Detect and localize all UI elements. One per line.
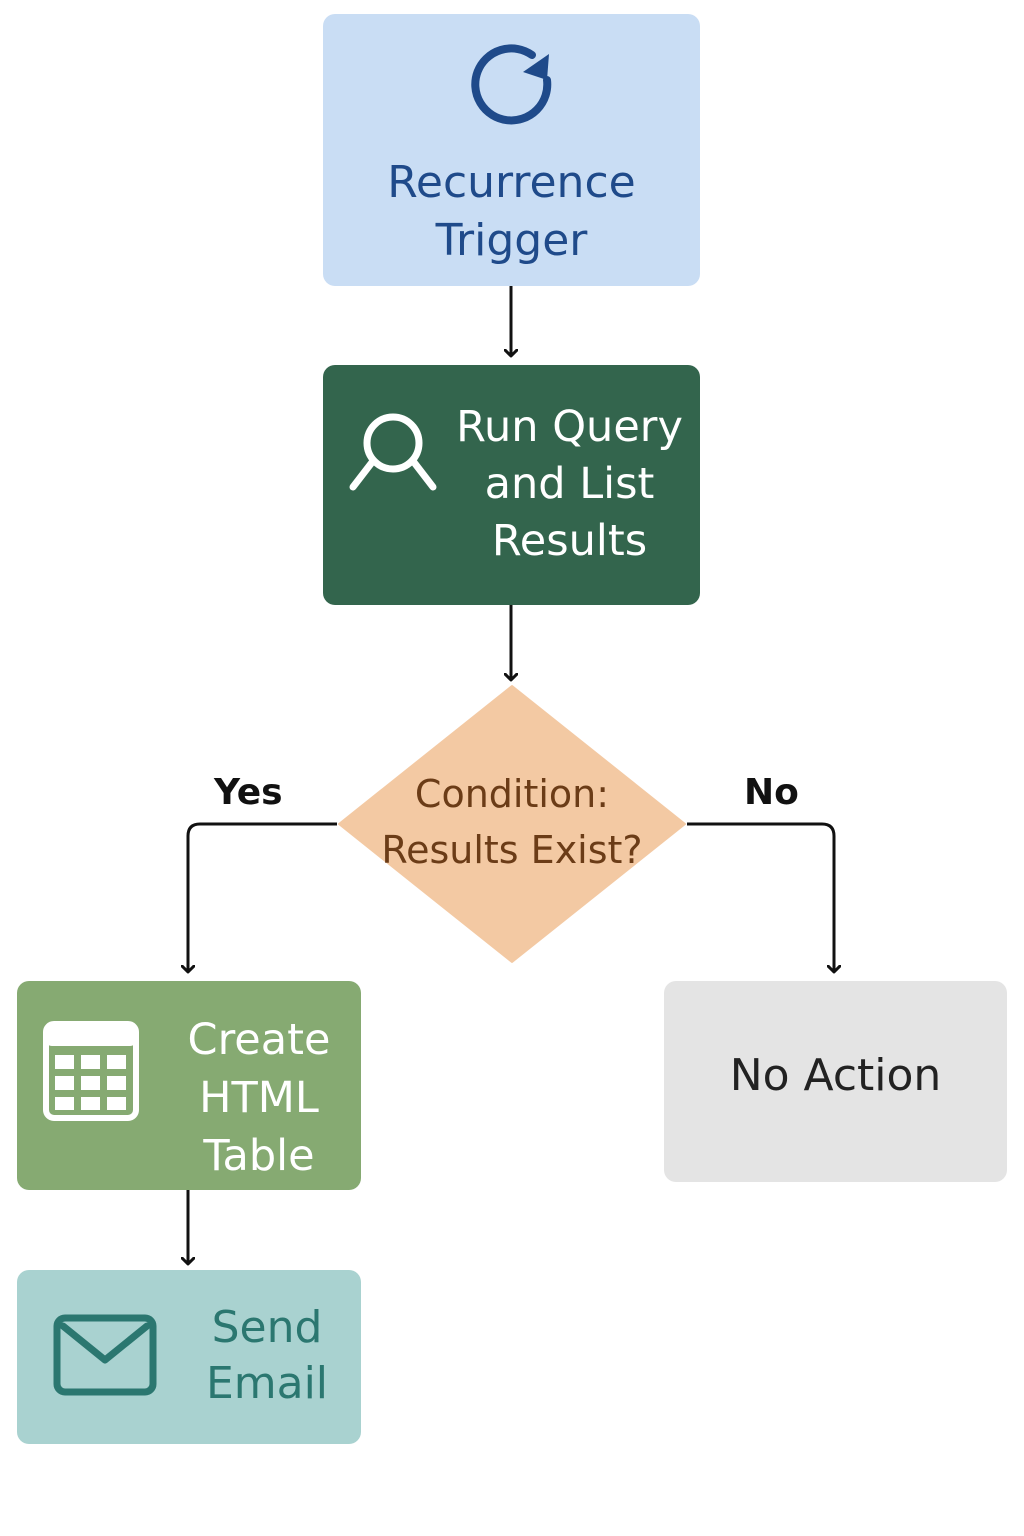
table-label-line: HTML (199, 1073, 319, 1123)
noaction-label: No Action (664, 1047, 1007, 1105)
decision-label-line: Results Exist? (381, 828, 643, 872)
edge-decision-yes (188, 822, 337, 972)
trigger-label-line: Trigger (435, 215, 588, 266)
trigger-label-line: Recurrence (387, 157, 636, 208)
query-label-line: Results (491, 516, 648, 566)
decision-label-line: Condition: (414, 772, 610, 816)
condition-decision-node: Condition: Results Exist? (337, 684, 687, 964)
send-email-node: Send Email (17, 1270, 361, 1444)
query-label-line: and List (484, 459, 655, 509)
table-icon (43, 1021, 139, 1121)
query-label: Run Query and List Results (445, 399, 694, 570)
yes-branch-label: Yes (214, 772, 283, 813)
email-label-line: Email (205, 1358, 329, 1409)
email-label: Send Email (173, 1300, 361, 1412)
email-label-line: Send (211, 1302, 323, 1353)
edge-decision-no (687, 822, 834, 972)
no-action-node: No Action (664, 981, 1007, 1182)
email-icon (53, 1314, 157, 1396)
noaction-label-line: No Action (729, 1050, 942, 1101)
table-label-line: Table (203, 1131, 315, 1181)
no-branch-label: No (744, 772, 799, 813)
search-icon (349, 413, 437, 491)
trigger-label: Recurrence Trigger (323, 154, 700, 270)
create-html-table-node: Create HTML Table (17, 981, 361, 1190)
run-query-node: Run Query and List Results (323, 365, 700, 605)
table-label: Create HTML Table (159, 1011, 359, 1185)
query-label-line: Run Query (456, 402, 683, 452)
table-label-line: Create (187, 1015, 331, 1065)
recurrence-trigger-node: Recurrence Trigger (323, 14, 700, 286)
decision-label: Condition: Results Exist? (357, 766, 667, 878)
refresh-icon (471, 44, 552, 125)
decision-diamond (338, 685, 686, 963)
